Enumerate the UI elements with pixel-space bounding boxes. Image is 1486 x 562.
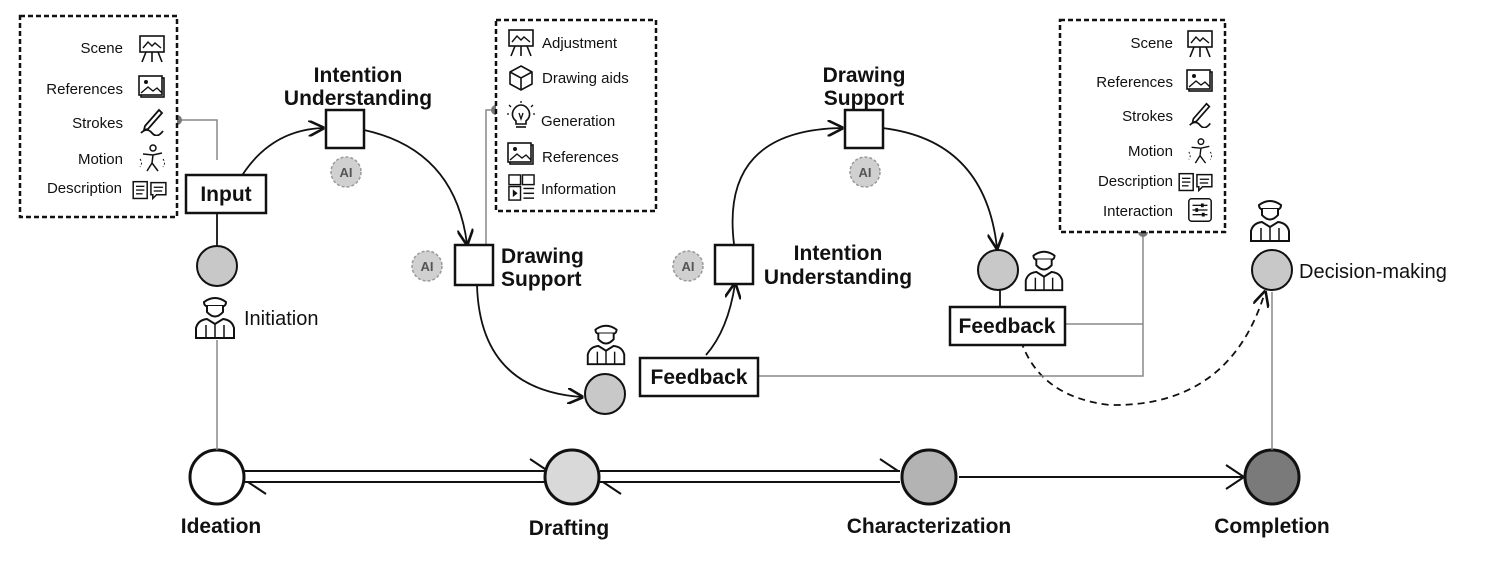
- intention-understanding-2-line2: Understanding: [764, 266, 912, 289]
- person-icon: [1024, 250, 1064, 292]
- stage-node-completion: [1243, 448, 1301, 506]
- easel-icon: [508, 29, 534, 57]
- cube-icon: [509, 65, 533, 91]
- image-icon: [507, 142, 534, 165]
- person-icon: [195, 297, 235, 339]
- ai-badge: AI: [849, 156, 881, 188]
- feedback-item-description: Description: [1098, 173, 1173, 190]
- stage-label-drafting: Drafting: [529, 517, 610, 540]
- input-item-references: References: [46, 81, 123, 98]
- timeline: Ideation Drafting Characterization Compl…: [181, 448, 1330, 540]
- drawing-support-1-node: [453, 243, 495, 287]
- input-panel: Scene References Strokes Motion Descript…: [18, 14, 179, 219]
- feedback-2-label: Feedback: [959, 315, 1056, 338]
- intention-understanding-2-line1: Intention: [794, 242, 883, 265]
- feedback-item-references: References: [1096, 74, 1173, 91]
- svg-text:AI: AI: [859, 165, 872, 180]
- stage-node-ideation: [188, 448, 246, 506]
- person-icon: [586, 324, 626, 366]
- intention-understanding-2-node: [713, 243, 755, 286]
- drawing-support-2-line2: Support: [824, 87, 904, 110]
- support-item-references: References: [542, 149, 619, 166]
- feedback-1-node: [584, 373, 626, 415]
- drawing-support-2-node: [843, 108, 885, 150]
- drawing-support-1-line2: Support: [501, 268, 581, 291]
- feedback-panel: Scene References Strokes Motion Descript…: [1058, 18, 1227, 234]
- easel-icon: [1187, 30, 1213, 58]
- intention-understanding-1-line1: Intention: [314, 64, 403, 87]
- drawing-support-panel: Adjustment Drawing aids Generation Refer…: [494, 18, 658, 213]
- input-item-motion: Motion: [78, 151, 123, 168]
- feedback-item-scene: Scene: [1130, 35, 1173, 52]
- support-item-adjustment: Adjustment: [542, 35, 618, 52]
- easel-icon: [139, 35, 165, 63]
- intention-understanding-1-node: [324, 108, 366, 150]
- stage-label-characterization: Characterization: [847, 515, 1012, 538]
- feedback-item-interaction: Interaction: [1103, 203, 1173, 220]
- support-item-information: Information: [541, 181, 616, 198]
- support-item-drawing-aids: Drawing aids: [542, 70, 629, 87]
- feedback-item-motion: Motion: [1128, 143, 1173, 160]
- feedback-1-label: Feedback: [651, 366, 748, 389]
- input-item-strokes: Strokes: [72, 115, 123, 132]
- input-label: Input: [200, 183, 251, 206]
- image-icon: [138, 75, 165, 98]
- ai-badge: AI: [330, 156, 362, 188]
- ai-badge: AI: [672, 250, 704, 282]
- feedback-item-strokes: Strokes: [1122, 108, 1173, 125]
- svg-text:AI: AI: [682, 259, 695, 274]
- stage-node-drafting: [543, 448, 601, 506]
- feedback-2-node: [977, 249, 1019, 291]
- initiation-node: [196, 245, 238, 287]
- sliders-icon: [1188, 198, 1212, 222]
- ai-badge: AI: [411, 250, 443, 282]
- input-node: Input: [184, 173, 268, 215]
- support-item-generation: Generation: [541, 113, 615, 130]
- svg-text:AI: AI: [340, 165, 353, 180]
- stage-node-characterization: [900, 448, 958, 506]
- intention-understanding-1-line2: Understanding: [284, 87, 432, 110]
- stage-label-ideation: Ideation: [181, 515, 262, 538]
- drawing-support-1-line1: Drawing: [501, 245, 584, 268]
- image-icon: [1186, 69, 1213, 92]
- person-icon: [1250, 200, 1290, 242]
- drawing-support-2-line1: Drawing: [823, 64, 906, 87]
- stage-label-completion: Completion: [1214, 515, 1330, 538]
- decision-making-label: Decision-making: [1299, 261, 1447, 283]
- flow-curves: [216, 128, 1265, 406]
- input-item-description: Description: [47, 180, 122, 197]
- svg-text:AI: AI: [421, 259, 434, 274]
- decision-making-node: [1251, 249, 1293, 291]
- input-item-scene: Scene: [80, 40, 123, 57]
- initiation-label: Initiation: [244, 308, 319, 330]
